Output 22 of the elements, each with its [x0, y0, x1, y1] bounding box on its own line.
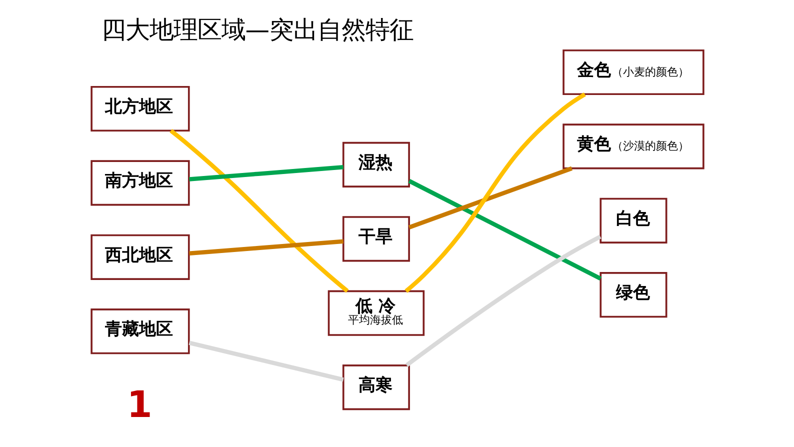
node-box: 南方地区	[90, 160, 190, 206]
node-box: 绿色	[599, 272, 667, 318]
connector	[188, 238, 343, 256]
node-box: 青藏地区	[90, 308, 190, 354]
connector	[188, 340, 344, 382]
connector	[169, 128, 348, 292]
connector	[404, 234, 601, 366]
node-box: 白色	[599, 197, 667, 243]
connector	[408, 166, 572, 229]
node-box: 湿热	[342, 141, 410, 187]
node-box: 干旱	[342, 216, 410, 262]
node-box: 低 冷 平均海拔低	[327, 290, 424, 336]
connector	[408, 178, 601, 280]
connector	[188, 164, 343, 181]
node-box: 金色（小麦的颜色）	[562, 48, 704, 95]
connector	[404, 92, 586, 292]
node-box: 高寒	[342, 364, 410, 410]
node-box: 黄色（沙漠的颜色）	[562, 123, 704, 169]
node-box: 西北地区	[90, 234, 190, 280]
diagram-title: 四大地理区域—突出自然特征	[100, 14, 414, 44]
label: 1	[126, 382, 152, 426]
node-box: 北方地区	[90, 85, 190, 132]
